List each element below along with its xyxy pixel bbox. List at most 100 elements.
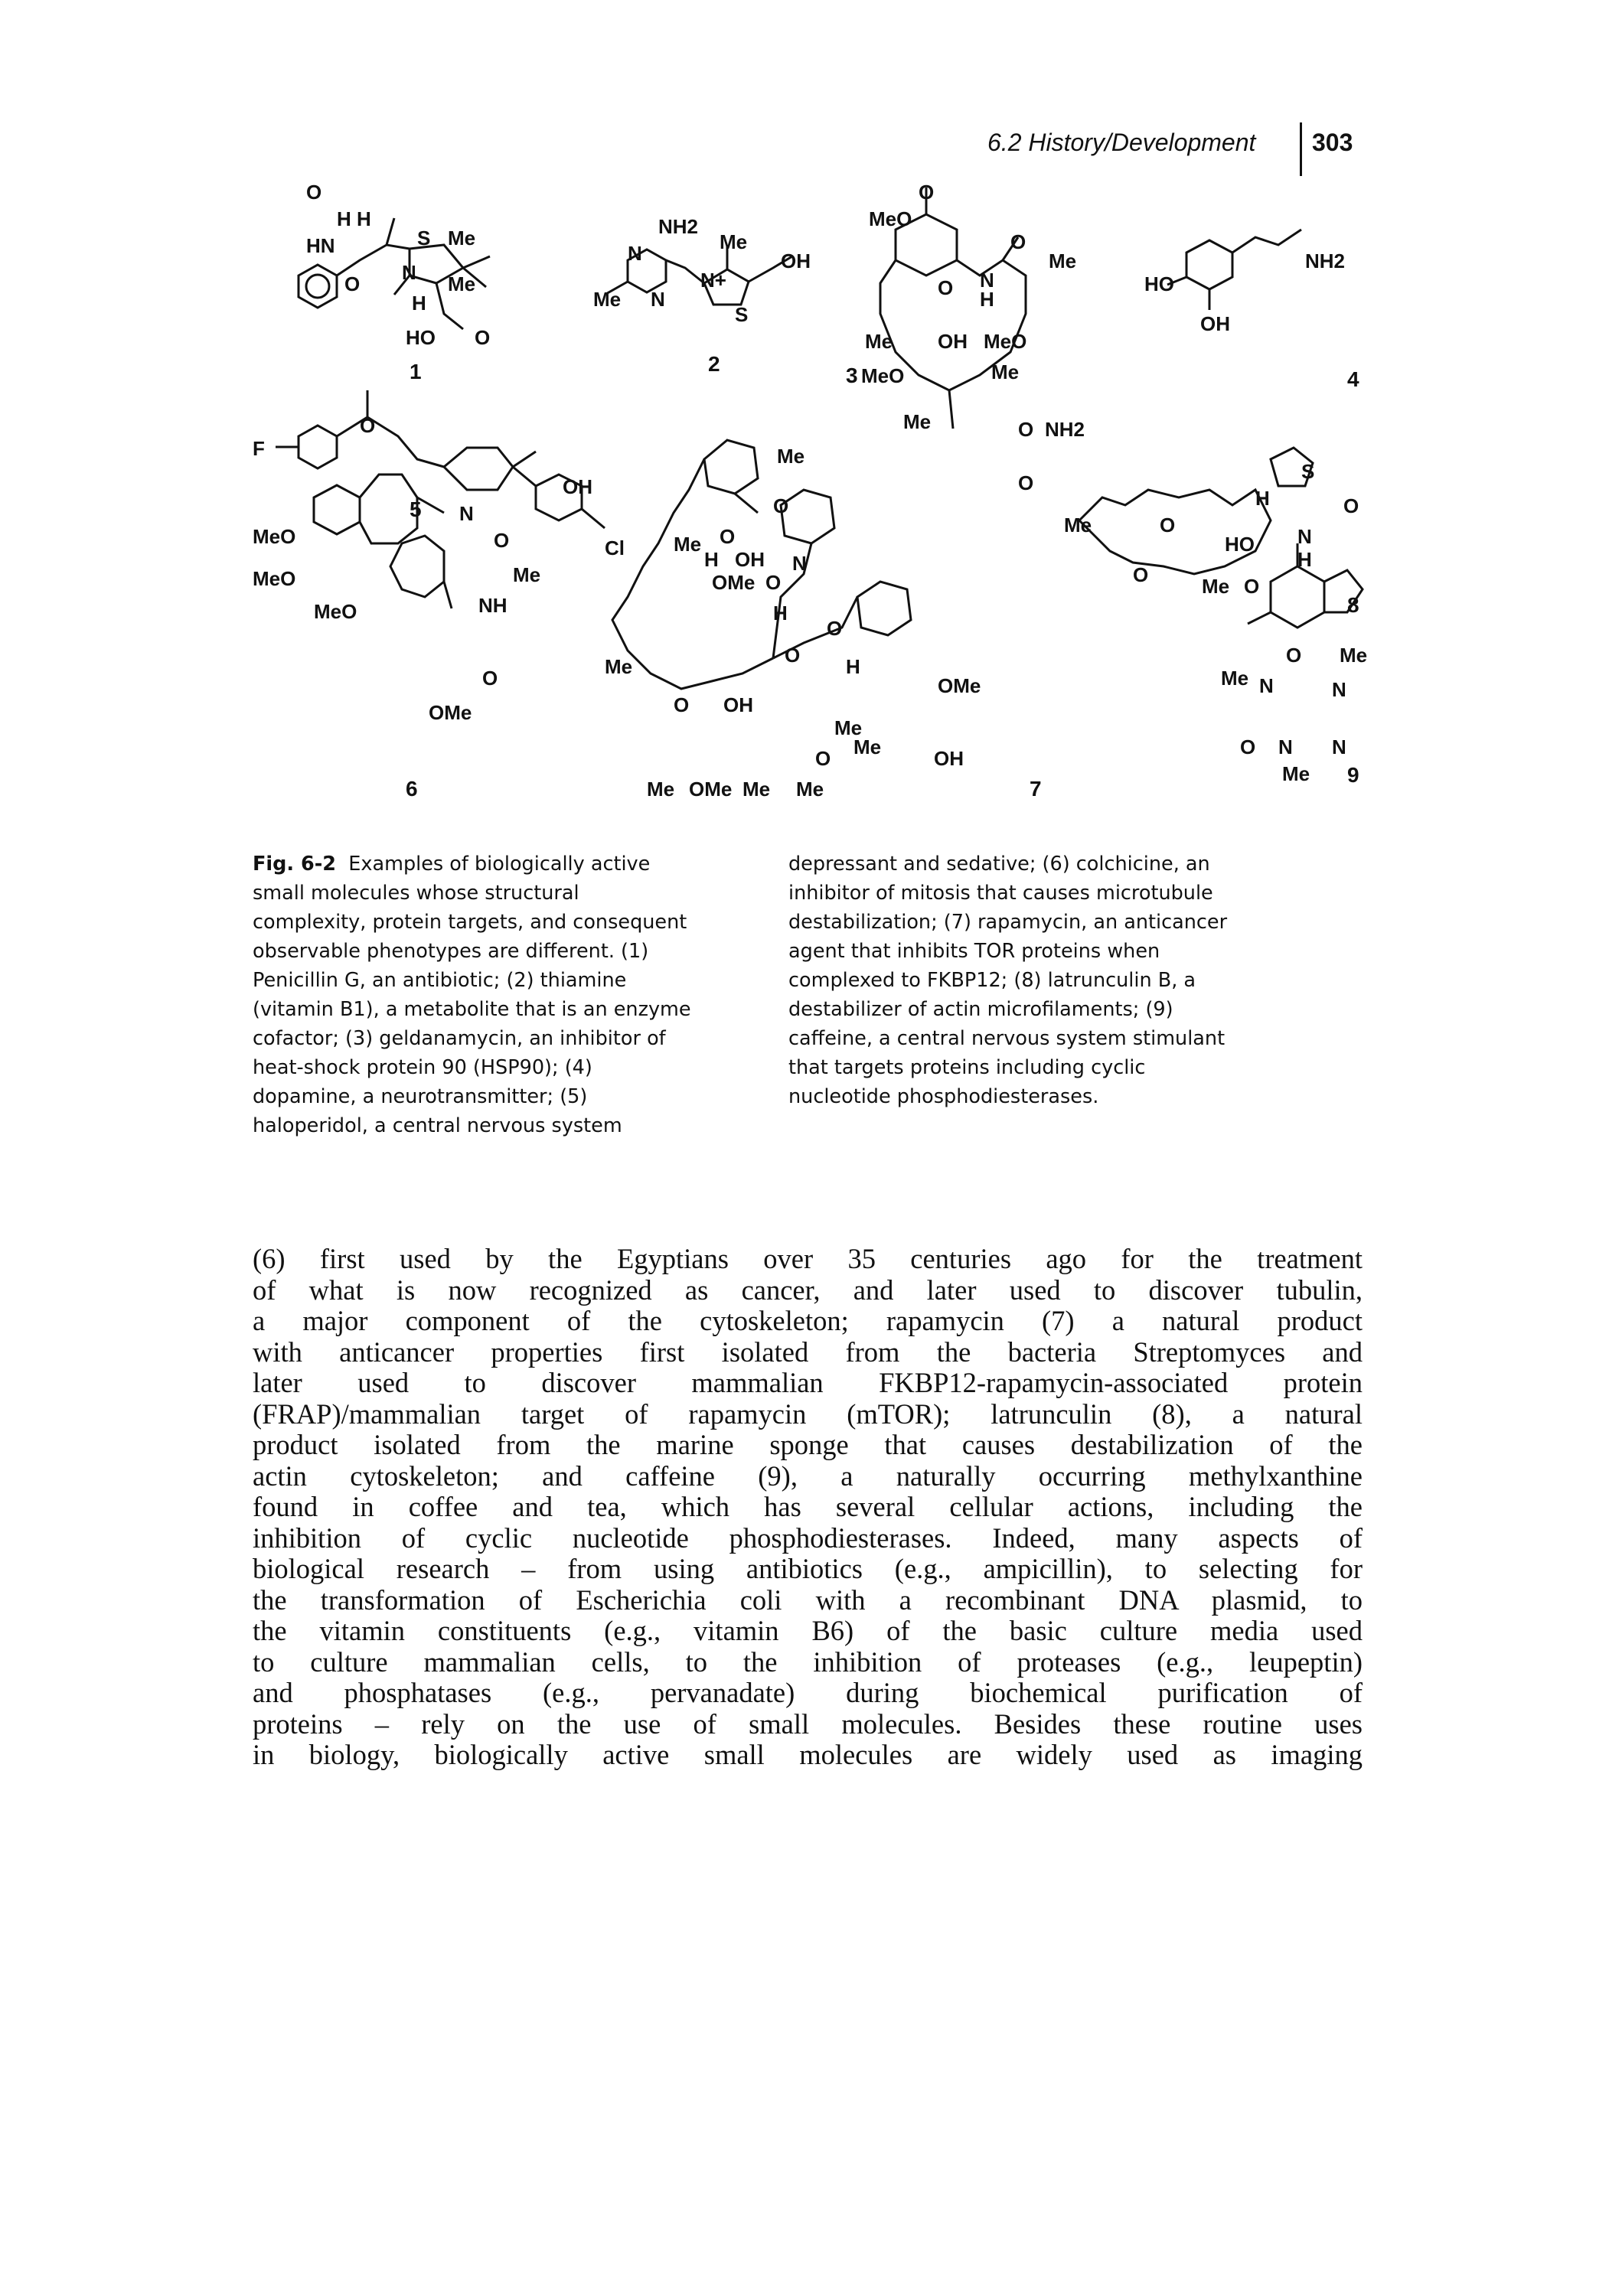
c1-label-5: Me [448, 272, 475, 295]
caption-line: (vitamin B1), a metabolite that is an en… [253, 998, 691, 1021]
caption-line: Penicillin G, an antibiotic; (2) thiamin… [253, 969, 627, 992]
caption-line: complexed to FKBP12; (8) latrunculin B, … [788, 969, 1196, 992]
caption-line: agent that inhibits TOR proteins when [788, 940, 1160, 963]
caption-line: depressant and sedative; (6) colchicine,… [788, 853, 1210, 876]
c7-label-1: Me [674, 533, 701, 556]
c2-label-2: N [651, 288, 665, 311]
compound-number-3: 3 [846, 364, 858, 387]
compound-4-structure [1167, 228, 1302, 310]
compound-7-structure [611, 439, 912, 690]
c5-label-2: N [459, 502, 474, 525]
c7-label-15: H [846, 655, 860, 678]
body-line: and phosphatases (e.g., pervanadate) dur… [253, 1677, 1363, 1708]
c1-label-8: H [412, 292, 426, 315]
c6-label-3: O [494, 529, 509, 552]
c8-label-2: O [1133, 563, 1148, 586]
caption-line: complexity, protein targets, and consequ… [253, 911, 687, 934]
c7-label-18: Me [853, 735, 881, 758]
c2-label-4: Me [720, 230, 747, 253]
c3-label-2: O [1010, 230, 1026, 253]
compound-number-5: 5 [410, 497, 422, 521]
compound-3-structure [879, 188, 1027, 429]
c7-label-13: O [674, 693, 689, 716]
c2-label-7: S [735, 303, 748, 326]
c7-label-11: O [827, 617, 842, 640]
figure-label: Fig. 6-2 [253, 853, 337, 876]
figure-caption: Fig. 6-2 Examples of biologically active… [253, 850, 1363, 1171]
section-title: 6.2 History/Development [987, 129, 1256, 156]
c3-label-7: Me [865, 330, 893, 353]
body-line: the transformation of Escherichia coli w… [253, 1583, 1363, 1616]
compound-number-7: 7 [1030, 777, 1042, 801]
c1-label-6: N [402, 261, 416, 284]
compound-2-structure [604, 245, 793, 306]
c7-label-12: Me [605, 655, 632, 678]
c3-label-3: N [980, 269, 994, 292]
c7-label-17: OH [934, 747, 964, 770]
c9-label-8: Me [1282, 762, 1310, 785]
c7-label-9: H [773, 602, 788, 625]
c2-label-3: Me [593, 288, 621, 311]
c2-label-1: N [628, 242, 642, 265]
compound-number-1: 1 [410, 360, 422, 383]
c1-label-0: O [306, 184, 321, 204]
c6-label-2: MeO [314, 600, 357, 623]
body-line: (6) first used by the Egyptians over 35 … [253, 1243, 1363, 1274]
compound-5-structure [276, 390, 605, 530]
c9-label-7: N [1332, 735, 1346, 758]
c7-label-14: OH [723, 693, 753, 716]
compound-number-4: 4 [1347, 367, 1359, 391]
body-line: inhibition of cyclic nucleotide phosphod… [253, 1521, 1363, 1554]
caption-line: heat-shock protein 90 (HSP90); (4) [253, 1056, 592, 1079]
c8-label-5: HO [1225, 533, 1255, 556]
running-head: 6.2 History/Development 303 [987, 122, 1370, 176]
c7-label-21: Me [742, 778, 770, 801]
header-rule [1300, 122, 1302, 176]
compound-number-6: 6 [406, 777, 418, 801]
c3-label-4: H [980, 288, 994, 311]
c3-label-1: MeO [869, 207, 912, 230]
c3-label-5: Me [1049, 249, 1076, 272]
body-line: in biology, biologically active small mo… [253, 1739, 1363, 1770]
c7-label-2: O [720, 525, 735, 548]
c6-label-6: O [482, 667, 498, 690]
c3-label-0: O [919, 184, 934, 204]
body-paragraph: (6) first used by the Egyptians over 35 … [253, 1243, 1363, 2009]
caption-line: nucleotide phosphodiesterases. [788, 1085, 1099, 1108]
c9-label-1: Me [1340, 644, 1367, 667]
c7-label-19: Me [647, 778, 674, 801]
c7-label-16: OMe [938, 674, 981, 697]
caption-line: Examples of biologically active [348, 853, 651, 876]
caption-line: caffeine, a central nervous system stimu… [788, 1027, 1226, 1050]
c8-label-4: S [1301, 460, 1314, 483]
body-line: proteins – rely on the use of small mole… [253, 1707, 1363, 1740]
c4-label-1: OH [1200, 312, 1230, 335]
c8-label-6: N [1297, 525, 1312, 548]
c7-label-22: Me [796, 778, 824, 801]
c7-label-7: O [765, 571, 781, 594]
compound-number-9: 9 [1347, 763, 1359, 787]
c2-label-5: N+ [700, 269, 726, 292]
c6-label-4: Me [513, 563, 540, 586]
c9-label-2: Me [1221, 667, 1248, 690]
caption-column-2: depressant and sedative; (6) colchicine,… [788, 850, 1347, 1111]
c9-label-4: N [1332, 678, 1346, 701]
c3-label-15: O [1018, 471, 1033, 494]
c5-label-1: O [360, 414, 375, 437]
caption-line: inhibitor of mitosis that causes microtu… [788, 882, 1213, 905]
compound-6-structure [312, 473, 453, 609]
c7-label-8: N [792, 552, 807, 575]
caption-line: small molecules whose structural [253, 882, 579, 905]
caption-line: that targets proteins including cyclic [788, 1056, 1146, 1079]
c7-label-24: O [815, 747, 831, 770]
c5-label-3: OH [563, 475, 592, 498]
c9-label-3: N [1259, 674, 1274, 697]
c7-label-5: O [773, 494, 788, 517]
c6-label-0: MeO [253, 525, 295, 548]
body-line: to culture mammalian cells, to the inhib… [253, 1645, 1363, 1678]
body-line: found in coffee and tea, which has sever… [253, 1491, 1363, 1522]
c8-label-1: O [1160, 514, 1175, 536]
c5-label-0: F [253, 437, 265, 460]
body-line: biological research – from using antibio… [253, 1553, 1363, 1584]
c8-label-0: Me [1064, 514, 1092, 536]
